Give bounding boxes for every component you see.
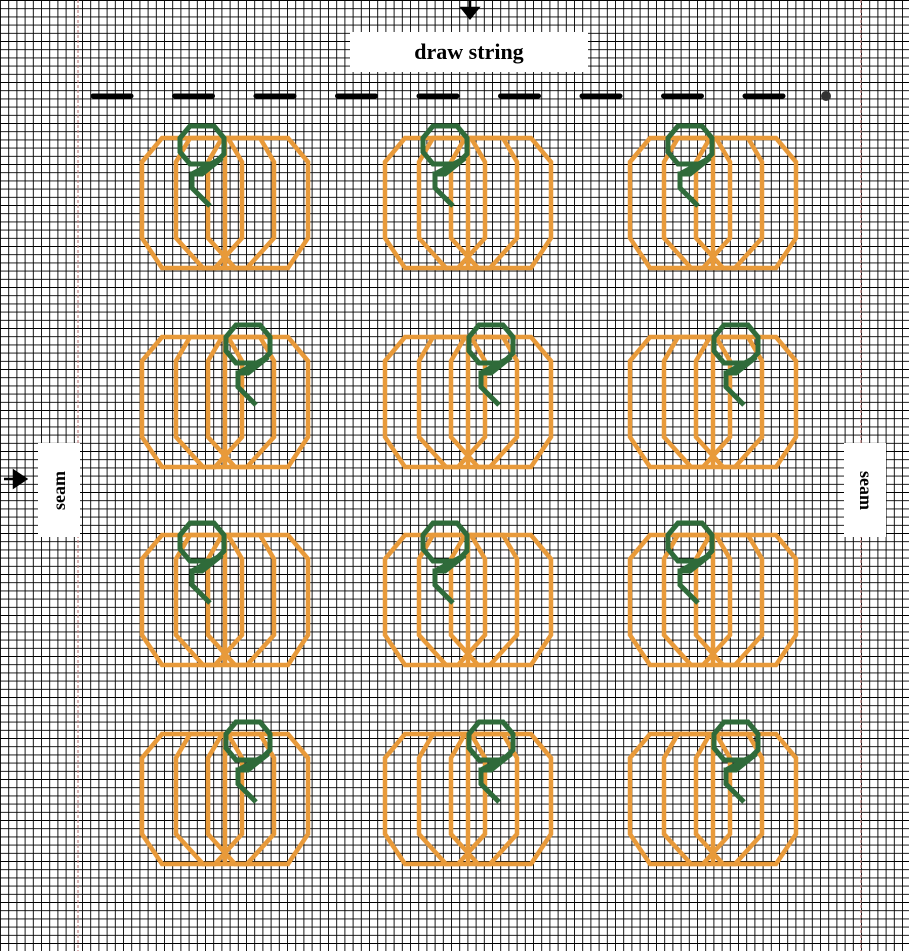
pumpkin-lobe: [416, 334, 488, 470]
pumpkin-outline: [382, 532, 554, 668]
pumpkin: [139, 322, 311, 470]
pumpkin: [139, 123, 311, 271]
pumpkin-outline: [627, 334, 799, 470]
pumpkin-lobe: [448, 334, 520, 470]
pumpkin-lobe: [205, 334, 277, 470]
pumpkin: [627, 719, 799, 867]
pumpkin-outline: [139, 532, 311, 668]
stem-leaf: [478, 751, 513, 804]
stem-leaf: [677, 552, 712, 605]
pumpkin-lobe: [661, 532, 733, 668]
pumpkin-lobe: [693, 532, 765, 668]
pumpkin-outline: [382, 135, 554, 271]
dot-icon: [821, 91, 831, 101]
pumpkin-lobe: [661, 334, 733, 470]
pumpkin: [139, 719, 311, 867]
stem-leaf: [432, 155, 467, 208]
pumpkin: [382, 719, 554, 867]
pumpkin-lobe: [448, 135, 520, 271]
pumpkin-outline: [627, 135, 799, 271]
pumpkin-outline: [627, 532, 799, 668]
pumpkin-outline: [382, 731, 554, 867]
pumpkin-motifs: [139, 123, 799, 867]
pumpkin-lobe: [205, 731, 277, 867]
arrow-down-icon: [459, 0, 481, 21]
pumpkin-outline: [139, 731, 311, 867]
pumpkin-lobe: [205, 135, 277, 271]
pumpkin-lobe: [416, 731, 488, 867]
left-seam-text: seam: [48, 470, 69, 510]
markers: [4, 0, 481, 490]
pumpkin: [382, 520, 554, 668]
stem-leaf: [235, 354, 270, 407]
drawstring-label: draw string: [350, 32, 588, 72]
pumpkin-lobe: [173, 731, 245, 867]
pumpkin-outline: [382, 334, 554, 470]
stem-leaf: [677, 155, 712, 208]
pumpkin-lobe: [416, 135, 488, 271]
pumpkin: [627, 123, 799, 271]
right-seam-text: seam: [855, 470, 876, 510]
pumpkin: [139, 520, 311, 668]
left-seam-label: seam: [38, 443, 80, 537]
pumpkin-outline: [139, 135, 311, 271]
arrow-right-icon: [4, 468, 29, 490]
pumpkin-lobe: [173, 334, 245, 470]
pumpkin-lobe: [173, 135, 245, 271]
pumpkin-lobe: [416, 532, 488, 668]
pumpkin-lobe: [693, 135, 765, 271]
pumpkin-lobe: [173, 532, 245, 668]
right-seam-label: seam: [844, 443, 886, 537]
pumpkin: [627, 520, 799, 668]
stem-leaf: [478, 354, 513, 407]
stem-leaf: [723, 751, 758, 804]
pumpkin: [382, 123, 554, 271]
stem-leaf: [235, 751, 270, 804]
drawstring-line: [90, 91, 831, 101]
stem-leaf: [723, 354, 758, 407]
pumpkin-lobe: [661, 731, 733, 867]
pumpkin-outline: [627, 731, 799, 867]
stem-leaf: [189, 552, 224, 605]
stem-leaf: [432, 552, 467, 605]
pumpkin-lobe: [448, 532, 520, 668]
pumpkin-lobe: [205, 532, 277, 668]
pumpkin: [627, 322, 799, 470]
stem-leaf: [189, 155, 224, 208]
pumpkin-lobe: [693, 334, 765, 470]
pumpkin-outline: [139, 334, 311, 470]
pumpkin-lobe: [693, 731, 765, 867]
pumpkin-lobe: [448, 731, 520, 867]
pumpkin-lobe: [661, 135, 733, 271]
pumpkin: [382, 322, 554, 470]
